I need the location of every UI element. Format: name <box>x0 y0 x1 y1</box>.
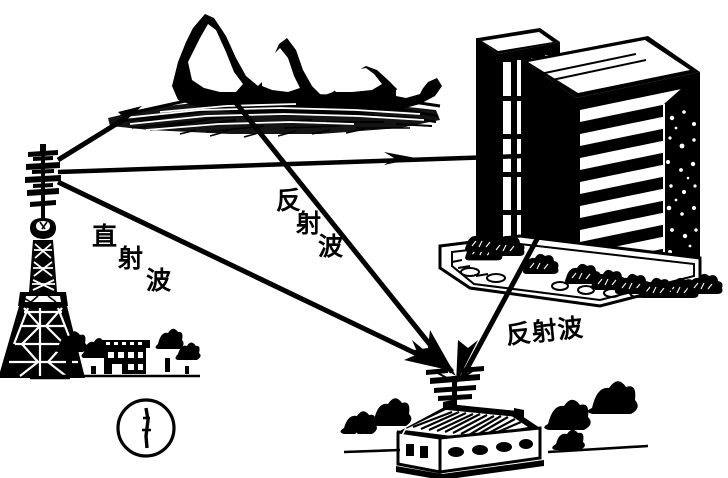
circle-marker-symbol <box>116 398 176 458</box>
ray-tx-to-mountain <box>56 106 142 163</box>
mountain-illustration <box>108 14 442 138</box>
ray-building-to-house <box>456 176 573 384</box>
label-direct-wave: 直 射 波 <box>92 224 171 293</box>
label-direct-wave-char-1: 直 <box>92 222 118 251</box>
label-reflected-wave-mountain: 反 射 波 <box>276 188 343 259</box>
ray-mountain-to-house <box>230 96 456 376</box>
town-at-tower-base <box>30 328 201 380</box>
ray-paths <box>56 96 573 384</box>
label-reflected-wave-mountain-char-3: 波 <box>318 232 344 261</box>
label-direct-wave-char-2: 射 <box>118 244 144 273</box>
building-illustration <box>438 28 724 308</box>
receiving-house-illustration <box>340 366 649 478</box>
label-reflected-wave-mountain-char-1: 反 <box>276 186 302 215</box>
label-reflected-wave-mountain-char-2: 射 <box>296 209 322 238</box>
transmitter-tower-illustration <box>0 144 85 378</box>
label-direct-wave-char-3: 波 <box>146 266 172 295</box>
ray-tx-to-building <box>57 152 525 175</box>
